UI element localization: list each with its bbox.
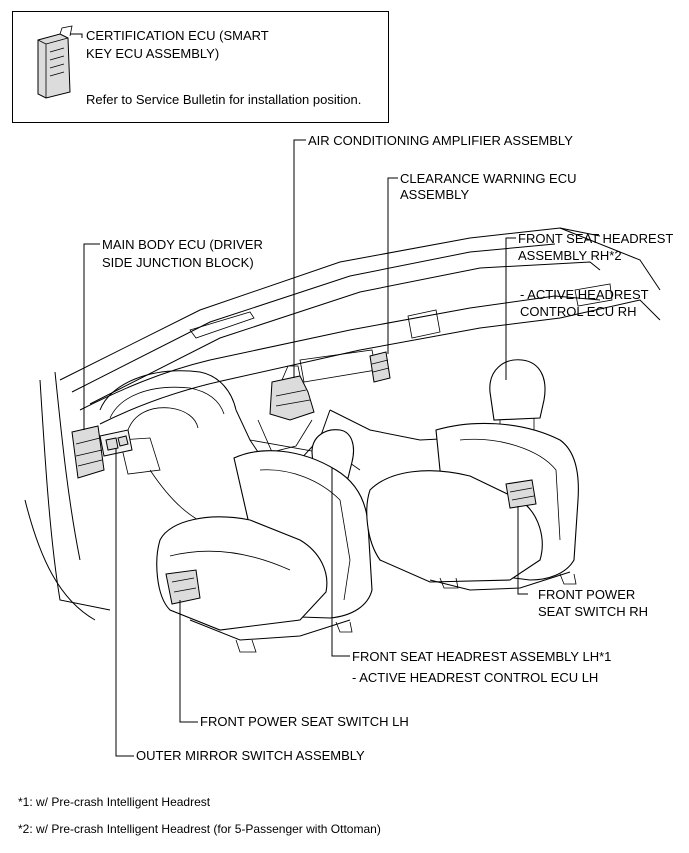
right-seat-drawing (366, 359, 579, 591)
dashboard-drawing (24, 227, 661, 621)
left-seat-drawing (156, 429, 373, 653)
air-conditioning-amplifier-label: AIR CONDITIONING AMPLIFIER ASSEMBLY (308, 133, 573, 148)
active-headrest-lh-label: - ACTIVE HEADREST CONTROL ECU LH (352, 670, 599, 685)
headrest-rh-label-line1: FRONT SEAT HEADREST (518, 231, 674, 246)
leader-lines (83, 139, 528, 757)
power-seat-switch-rh-label-line1: FRONT POWER (538, 587, 636, 602)
certification-ecu-inset (12, 11, 389, 123)
active-headrest-rh-label-line1: - ACTIVE HEADREST (520, 287, 649, 302)
power-seat-switch-lh-label: FRONT POWER SEAT SWITCH LH (200, 714, 409, 729)
certification-ecu-note: Refer to Service Bulletin for installati… (86, 92, 362, 107)
certification-ecu-label-line1: CERTIFICATION ECU (SMART (86, 28, 269, 43)
active-headrest-rh-label-line2: CONTROL ECU RH (520, 304, 637, 319)
outer-mirror-switch-label: OUTER MIRROR SWITCH ASSEMBLY (136, 748, 365, 763)
power-seat-switch-rh-label-line2: SEAT SWITCH RH (538, 604, 649, 619)
footnote-2: *2: w/ Pre-crash Intelligent Headrest (f… (18, 822, 381, 836)
clearance-warning-ecu-label-line1: CLEARANCE WARNING ECU (400, 171, 577, 186)
certification-ecu-drawing (37, 25, 83, 99)
main-body-ecu-label-line2: SIDE JUNCTION BLOCK) (102, 255, 254, 270)
clearance-warning-ecu-label-line2: ASSEMBLY (400, 187, 470, 202)
headrest-lh-label: FRONT SEAT HEADREST ASSEMBLY LH*1 (352, 649, 612, 664)
footnote-1: *1: w/ Pre-crash Intelligent Headrest (18, 795, 211, 809)
main-body-ecu-label-line1: MAIN BODY ECU (DRIVER (102, 237, 263, 252)
dash-parts (71, 351, 391, 479)
certification-ecu-label-line2: KEY ECU ASSEMBLY) (86, 46, 220, 61)
headrest-rh-label-line2: ASSEMBLY RH*2 (518, 248, 622, 263)
